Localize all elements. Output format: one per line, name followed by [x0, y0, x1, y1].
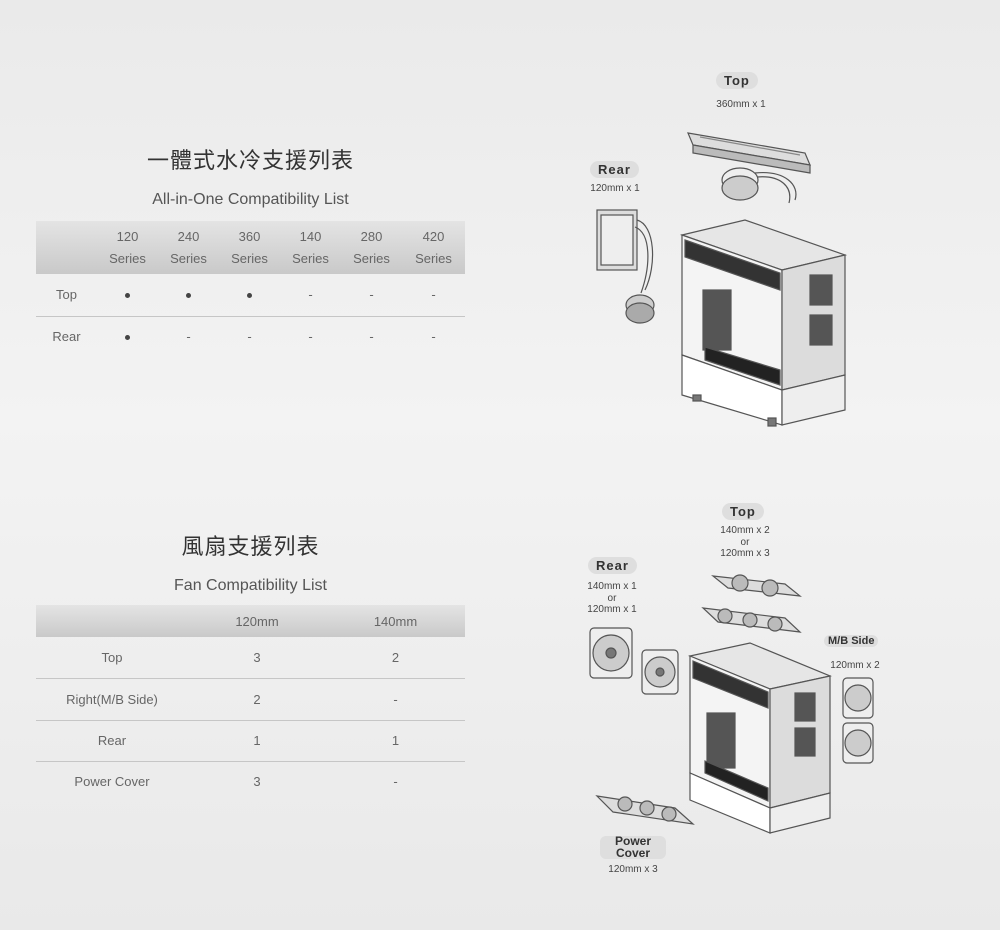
- row-label: Right(M/B Side): [36, 678, 188, 721]
- aio-header-empty: [36, 221, 97, 274]
- fan-col-header: 140mm: [326, 605, 465, 637]
- row-label: Top: [36, 274, 97, 317]
- fan-title-en: Fan Compatibility List: [174, 577, 327, 594]
- table-cell: [97, 316, 158, 357]
- table-cell: -: [402, 274, 465, 317]
- aio-case-illustration: [596, 132, 848, 427]
- fan-section: 風扇支援列表 Fan Compatibility List 120mm 140m…: [36, 529, 465, 802]
- table-cell: -: [326, 678, 465, 721]
- fan-col-header: 120mm: [188, 605, 326, 637]
- fan-power-label: Power Cover: [600, 834, 666, 860]
- table-cell: 3: [188, 637, 326, 679]
- table-cell: -: [393, 774, 398, 790]
- table-cell: 1: [188, 720, 326, 762]
- fan-title-zh: 風扇支援列表: [181, 535, 320, 560]
- aio-top-spec: 360mm x 1: [716, 99, 766, 110]
- fan-rear-spec: 140mm x 1 or 120mm x 1: [577, 581, 647, 616]
- fan-top-or: or: [740, 536, 750, 548]
- fan-side-label: M/B Side: [824, 635, 879, 647]
- table-row: Right(M/B Side) 2 -: [36, 678, 465, 721]
- table-row: Power Cover 3 -: [36, 761, 465, 802]
- table-cell: 2: [188, 678, 326, 721]
- table-row: Rear 1 1: [36, 720, 465, 762]
- aio-section: 一體式水冷支援列表 All-in-One Compatibility List …: [36, 143, 465, 357]
- fan-rear-or: or: [607, 592, 617, 604]
- fan-top-spec-1: 140mm x 2: [720, 525, 770, 536]
- aio-rear-spec: 120mm x 1: [590, 183, 640, 194]
- table-cell: -: [247, 329, 252, 345]
- aio-title-en: All-in-One Compatibility List: [152, 191, 349, 208]
- table-cell: -: [341, 274, 402, 317]
- aio-top-label: Top: [716, 72, 758, 89]
- supported-dot: [125, 293, 130, 299]
- table-cell: -: [308, 329, 313, 345]
- fan-power-label-1: Power: [614, 834, 651, 848]
- fan-rear-spec-1: 140mm x 1: [587, 581, 637, 592]
- supported-dot: [247, 293, 252, 299]
- fan-power-spec: 120mm x 3: [608, 864, 658, 875]
- row-label: Power Cover: [74, 774, 150, 790]
- table-cell: -: [280, 274, 341, 317]
- table-cell: [97, 274, 158, 317]
- fan-top-spec: 140mm x 2 or 120mm x 3: [710, 525, 780, 560]
- table-cell: 2: [326, 637, 465, 679]
- fan-header-empty: [36, 605, 188, 637]
- fan-side-spec: 120mm x 2: [830, 660, 880, 671]
- fan-top-label: Top: [722, 503, 764, 520]
- row-label: Rear: [52, 329, 81, 345]
- table-row: Top - - -: [36, 274, 465, 317]
- fan-header-row: 120mm 140mm: [36, 605, 465, 637]
- fan-rear-spec-2: 120mm x 1: [587, 604, 637, 615]
- table-cell: [158, 274, 219, 317]
- table-cell: 3: [253, 774, 261, 790]
- table-cell: 1: [326, 720, 465, 762]
- fan-top-spec-2: 120mm x 3: [720, 548, 770, 559]
- fan-power-label-2: Cover: [615, 845, 650, 860]
- aio-rear-label: Rear: [590, 161, 639, 178]
- table-cell: -: [369, 329, 374, 345]
- supported-dot: [186, 293, 191, 299]
- table-row: Rear - - - - -: [36, 316, 465, 357]
- supported-dot: [125, 335, 130, 341]
- fan-rear-label: Rear: [588, 557, 637, 574]
- fan-compat-table: 120mm 140mm Top 3 2 Right(M/B Side) 2 - …: [36, 605, 465, 802]
- table-cell: -: [186, 329, 191, 345]
- table-cell: -: [431, 329, 436, 345]
- aio-title-zh: 一體式水冷支援列表: [146, 149, 354, 174]
- row-label: Top: [36, 637, 188, 679]
- table-cell: [219, 274, 280, 317]
- row-label: Rear: [36, 720, 188, 762]
- table-row: Top 3 2: [36, 637, 465, 679]
- fan-case-illustration: [589, 574, 874, 834]
